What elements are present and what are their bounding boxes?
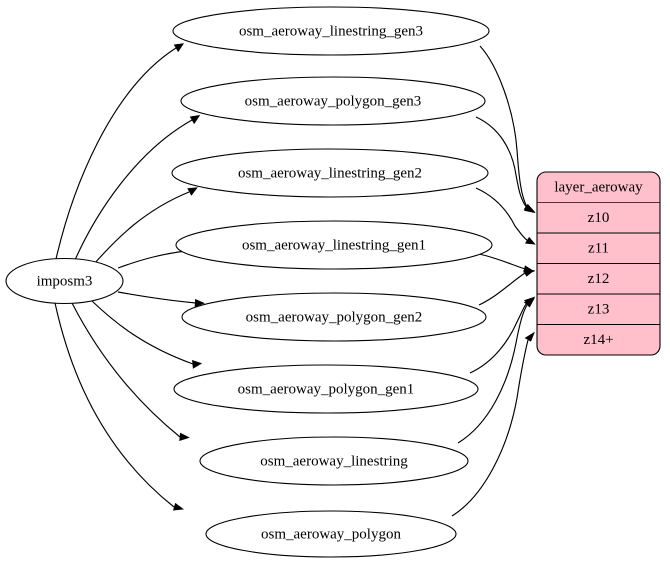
node-osm-aeroway-polygon-gen3[interactable]: osm_aeroway_polygon_gen3: [180, 76, 486, 126]
osm-aeroway-linestring-gen3-label: osm_aeroway_linestring_gen3: [239, 23, 423, 39]
edge-imposm3-to-polygon-gen1: [91, 300, 203, 369]
imposm3-label: imposm3: [37, 273, 93, 289]
layer-aeroway-row-z11-label: z11: [588, 240, 609, 256]
edge-polygon-gen2-to-z12: [478, 270, 536, 306]
edge-imposm3-to-polygon-gen3: [74, 115, 201, 261]
edge-imposm3-to-polygon-gen2: [117, 291, 206, 308]
node-osm-aeroway-polygon-gen2[interactable]: osm_aeroway_polygon_gen2: [181, 292, 487, 342]
edge-linestring-gen3-to-z10: [479, 45, 536, 213]
layer-aeroway-row-z14plus-label: z14+: [583, 332, 613, 348]
imposm3-ellipse-shape[interactable]: [5, 257, 124, 305]
osm-aeroway-linestring-gen3-ellipse-shape[interactable]: [172, 6, 490, 56]
node-osm-aeroway-linestring-gen3[interactable]: osm_aeroway_linestring_gen3: [172, 6, 490, 56]
osm-aeroway-polygon-ellipse-shape[interactable]: [205, 510, 457, 558]
edge-polygon-to-z14plus: [451, 331, 536, 517]
osm-aeroway-polygon-label: osm_aeroway_polygon: [261, 526, 401, 542]
osm-aeroway-linestring-ellipse-shape[interactable]: [199, 436, 469, 486]
layer-aeroway-row-z10-label: z10: [588, 210, 610, 226]
layer-aeroway-header-label: layer_aeroway: [554, 179, 643, 195]
osm-aeroway-polygon-gen1-ellipse-shape[interactable]: [173, 364, 479, 414]
osm-aeroway-polygon-gen3-label: osm_aeroway_polygon_gen3: [245, 93, 422, 109]
node-imposm3[interactable]: imposm3: [5, 257, 124, 305]
edge-polygon-gen3-to-z10: [475, 116, 536, 214]
layer-aeroway-row-z12-label: z12: [588, 271, 610, 287]
edge-imposm3-to-linestring: [71, 302, 190, 442]
osm-aeroway-linestring-gen1-ellipse-shape[interactable]: [175, 220, 493, 270]
osm-aeroway-polygon-gen2-ellipse-shape[interactable]: [181, 292, 487, 342]
osm-aeroway-linestring-gen1-label: osm_aeroway_linestring_gen1: [242, 237, 426, 253]
edge-group-tables-to-layer: [451, 45, 536, 517]
osm-aeroway-polygon-gen2-label: osm_aeroway_polygon_gen2: [246, 309, 423, 325]
osm-aeroway-linestring-label: osm_aeroway_linestring: [260, 453, 408, 469]
layer-aeroway-row-z13-label: z13: [588, 301, 610, 317]
osm-aeroway-polygon-gen1-label: osm_aeroway_polygon_gen1: [238, 381, 415, 397]
edge-linestring-gen2-to-z11: [475, 187, 536, 245]
edge-group-source-to-tables: [54, 43, 206, 511]
osm-aeroway-linestring-gen2-label: osm_aeroway_linestring_gen2: [238, 165, 422, 181]
node-osm-aeroway-polygon[interactable]: osm_aeroway_polygon: [205, 510, 457, 558]
node-osm-aeroway-polygon-gen1[interactable]: osm_aeroway_polygon_gen1: [173, 364, 479, 414]
edge-linestring-to-z13: [457, 297, 535, 444]
node-layer-aeroway[interactable]: layer_aeroway z10 z11 z12 z13 z14+: [536, 171, 661, 356]
edge-linestring-gen1-to-z12: [478, 253, 535, 273]
edge-imposm3-to-linestring-gen3: [55, 43, 185, 260]
node-osm-aeroway-linestring[interactable]: osm_aeroway_linestring: [199, 436, 469, 486]
osm-aeroway-polygon-gen3-ellipse-shape[interactable]: [180, 76, 486, 126]
node-osm-aeroway-linestring-gen1[interactable]: osm_aeroway_linestring_gen1: [175, 220, 493, 270]
osm-aeroway-linestring-gen2-ellipse-shape[interactable]: [171, 148, 489, 198]
edge-imposm3-to-linestring-gen2: [94, 187, 198, 264]
edge-imposm3-to-polygon: [54, 302, 184, 511]
node-osm-aeroway-linestring-gen2[interactable]: osm_aeroway_linestring_gen2: [171, 148, 489, 198]
